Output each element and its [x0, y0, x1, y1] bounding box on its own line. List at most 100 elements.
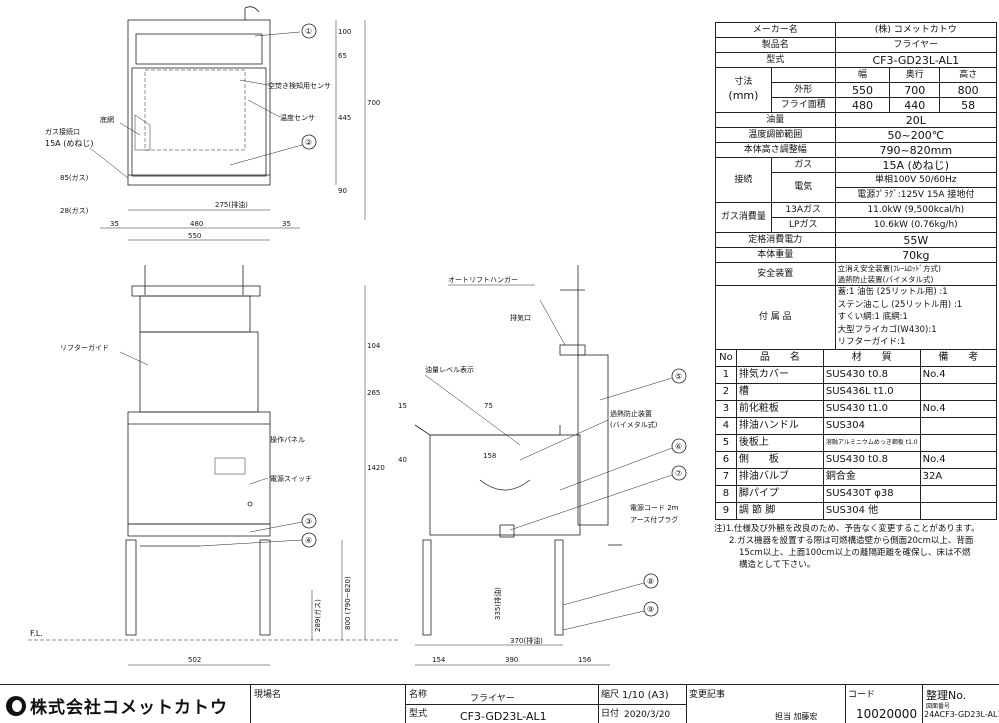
dim-154: 154 — [432, 656, 446, 664]
person-in-charge: 担当 加藤宏 — [775, 712, 818, 721]
dims-unit: (mm) — [728, 89, 759, 102]
notes: 注)1.仕様及び外観を改良のため、予告なく変更することがあります。 2.ガス機器… — [714, 523, 999, 571]
fry-label: フライ面積 — [770, 97, 836, 113]
dim-335-drain: 335(排油) — [493, 587, 502, 620]
dim-370-drain: 370(排油) — [510, 636, 543, 645]
label-auto-lift-hanger: オートリフトハンガー — [448, 275, 518, 284]
elec-label: 電気 — [770, 172, 836, 203]
label-gas-port: ガス接続口 — [45, 127, 80, 136]
part-material: SUS430 t0.8 — [822, 450, 921, 469]
label-empty-sensor: 空焚き検知用センサ — [268, 81, 331, 90]
scale-label: 縮尺 — [601, 690, 620, 700]
callout-1: ① — [305, 27, 312, 36]
fry-height: 58 — [939, 97, 997, 113]
callout-3: ③ — [305, 517, 312, 526]
change-label: 変更記事 — [689, 690, 726, 700]
floor-level-label: F.L. — [30, 629, 43, 638]
part-notes — [919, 501, 998, 520]
outer-height: 800 — [939, 82, 997, 98]
part-name: 排油ハンドル — [735, 416, 824, 435]
power-value: 55W — [834, 232, 998, 248]
part-name: 後板上 — [735, 433, 824, 452]
code-value: 10020000 — [856, 707, 918, 721]
callout-9: ⑨ — [647, 605, 654, 614]
dim-90: 90 — [338, 187, 347, 195]
part-notes: No.4 — [919, 450, 998, 469]
maker-label: メーカー名 — [715, 22, 836, 38]
dims-header-height: 高さ — [939, 67, 997, 83]
dim-35-right: 35 — [282, 220, 291, 228]
part-no: 7 — [715, 467, 737, 486]
code-label: コード — [848, 690, 876, 700]
date-label: 日付 — [601, 709, 620, 719]
parts-header-material: 材 質 — [822, 348, 921, 367]
part-notes — [919, 382, 998, 401]
temp-value: 50~200℃ — [834, 127, 998, 143]
part-no: 9 — [715, 501, 737, 520]
accessory-item: リフターガイド:1 — [837, 337, 906, 347]
label-temp-sensor: 温度センサ — [280, 113, 315, 122]
safety-label: 安全装置 — [715, 262, 836, 286]
dim-265: 265 — [367, 389, 380, 397]
label-control-panel: 操作パネル — [270, 435, 305, 444]
top-view: ① ② 空焚き検知用センサ 温度センサ 底網 ガス接続口 15A (めねじ) 1… — [45, 6, 380, 241]
height-label: 本体高さ調整幅 — [715, 142, 836, 158]
product-value: フライヤー — [834, 37, 998, 53]
dim-75: 75 — [484, 402, 493, 410]
technical-drawing: ① ② 空焚き検知用センサ 温度センサ 底網 ガス接続口 15A (めねじ) 1… — [28, 6, 687, 666]
dim-156: 156 — [578, 656, 592, 664]
product-label: 製品名 — [715, 37, 836, 53]
part-material: SUS436L t1.0 — [822, 382, 921, 401]
label-overheat2: (バイメタル式) — [610, 420, 658, 429]
accessory-item: すくい網:1 底網:1 — [837, 312, 908, 322]
label-power-cord: 電源コード 2m — [630, 503, 679, 512]
site-label: 現場名 — [254, 690, 282, 700]
part-no: 3 — [715, 399, 737, 418]
model-label: 型式 — [715, 52, 836, 68]
fry-width: 480 — [834, 97, 891, 113]
outer-depth: 700 — [889, 82, 941, 98]
model-label: 型式 — [409, 709, 428, 719]
part-name: 調 節 脚 — [735, 501, 824, 520]
label-ground-plug: アース付プラグ — [630, 515, 678, 524]
elec-value-2: 電源ﾌﾟﾗｸﾞ:125V 15A 接地付 — [834, 187, 998, 203]
accessory-item: 蓋:1 油缶 (25リットル用) :1 — [837, 287, 948, 297]
part-material: SUS304 — [822, 416, 921, 435]
note-1: 注)1.仕様及び外観を改良のため、予告なく変更することがあります。 — [714, 523, 980, 534]
drawing-no-label: 図面番号 — [926, 703, 951, 710]
part-no: 1 — [715, 365, 737, 384]
part-no: 8 — [715, 484, 737, 503]
dim-800: 800 (790~820) — [344, 576, 352, 630]
part-no: 4 — [715, 416, 737, 435]
side-view: オートリフトハンガー 排気口 油量レベル表示 過熱防止装置 (バイメタル式) ⑤… — [398, 265, 687, 666]
dim-40: 40 — [398, 456, 407, 464]
connection-label: 接続 — [715, 157, 772, 203]
note-2b: 15cm以上、上面100cm以上の離隔距離を確保し、床は不燃 — [739, 547, 971, 558]
gas-label: ガス — [770, 157, 836, 173]
part-material: 銅合金 — [822, 467, 921, 486]
oil-label: 油量 — [715, 112, 836, 128]
part-name: 槽 — [735, 382, 824, 401]
parts-header-name: 品 名 — [735, 348, 824, 367]
dim-550: 550 — [188, 232, 201, 240]
gas13a-value: 11.0kW (9,500kcal/h) — [834, 202, 998, 218]
company-name: 株式会社コメットカトウ — [30, 698, 228, 718]
dim-1420: 1420 — [367, 464, 385, 472]
label-oil-level: 油量レベル表示 — [425, 365, 474, 374]
dim-390: 390 — [505, 656, 518, 664]
dim-700: 700 — [367, 99, 380, 107]
label-exhaust: 排気口 — [510, 313, 531, 322]
label-overheat1: 過熱防止装置 — [610, 409, 652, 418]
safety-2: 過熱防止装置(バイメタル式) — [837, 275, 934, 284]
oil-value: 20L — [834, 112, 998, 128]
gas-consumption-label: ガス消費量 — [715, 202, 772, 233]
dim-289-gas: 289(ガス) — [313, 599, 322, 632]
date-value: 2020/3/20 — [624, 710, 671, 720]
parts-header-notes: 備 考 — [919, 348, 998, 367]
label-gas-port-size: 15A (めねじ) — [45, 139, 93, 148]
front-view: リフターガイド 操作パネル 電源スイッチ ③ ④ 104 265 1420 80… — [28, 265, 400, 666]
